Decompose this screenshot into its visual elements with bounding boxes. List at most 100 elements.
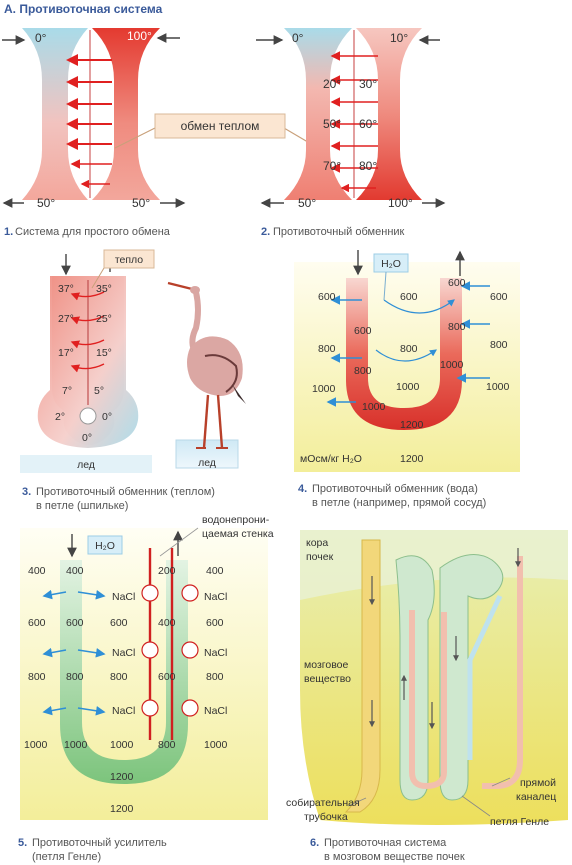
temp-label: 50° bbox=[132, 196, 150, 210]
salt-label: NaCl bbox=[204, 647, 227, 659]
osmo-label: 800 bbox=[206, 671, 224, 683]
temp-label: 30° bbox=[359, 77, 377, 91]
ice-label: лед bbox=[198, 457, 216, 469]
osmo-label: 400 bbox=[158, 617, 176, 629]
osmo-label: 400 bbox=[206, 565, 224, 577]
caption: (петля Генле) bbox=[32, 851, 101, 863]
osmo-label: 1000 bbox=[24, 739, 48, 751]
temp-label: 25° bbox=[96, 313, 112, 325]
osmo-label: 600 bbox=[66, 617, 84, 629]
caption: в петле (шпильке) bbox=[36, 500, 128, 512]
salt-label: NaCl bbox=[112, 647, 135, 659]
temp-label: 35° bbox=[96, 283, 112, 295]
caption: Противоточная система bbox=[324, 837, 447, 849]
vasa-recta-blue bbox=[467, 594, 503, 760]
collecting-duct-label: собирательная bbox=[286, 797, 360, 809]
osmo-label: 800 bbox=[490, 339, 508, 351]
caption-number: 5. bbox=[18, 837, 27, 849]
osmo-label: 200 bbox=[158, 565, 176, 577]
osmo-label: 600 bbox=[490, 291, 508, 303]
osmo-label: 800 bbox=[318, 343, 336, 355]
loop-tube bbox=[60, 560, 188, 784]
osmo-label: 600 bbox=[110, 617, 128, 629]
osmo-label: 600 bbox=[448, 277, 466, 289]
hot-channel bbox=[356, 28, 422, 200]
temp-label: 70° bbox=[323, 159, 341, 173]
panel-5-countercurrent-multiplier: H₂O водонепрони- цаемая стенка 400 600 8… bbox=[18, 514, 274, 863]
temp-label: 80° bbox=[359, 159, 377, 173]
osmo-label: 1000 bbox=[362, 401, 386, 413]
temp-label: 0° bbox=[35, 31, 47, 45]
temp-label: 37° bbox=[58, 283, 74, 295]
medulla-label: вещество bbox=[304, 673, 351, 685]
ice-block bbox=[20, 455, 152, 473]
panel-6-renal-medulla: кора почек мозговое вещество собирательн… bbox=[286, 530, 568, 863]
osmo-label: 800 bbox=[158, 739, 176, 751]
caption: Противоточный обменник (теплом) bbox=[36, 486, 215, 498]
osmo-label: 600 bbox=[158, 671, 176, 683]
osmo-label: 1000 bbox=[440, 359, 464, 371]
temp-label: 27° bbox=[58, 313, 74, 325]
heat-exchange-callout: обмен теплом bbox=[114, 113, 319, 149]
osmo-label: 400 bbox=[28, 565, 46, 577]
osmo-label: 1000 bbox=[312, 383, 336, 395]
exchange-label: обмен теплом bbox=[181, 119, 260, 133]
vasa-recta-label: прямой bbox=[520, 777, 556, 789]
water-label: H₂O bbox=[95, 540, 115, 552]
temp-label: 0° bbox=[102, 411, 112, 423]
cortex-label: почек bbox=[306, 551, 334, 563]
water-label: H₂O bbox=[381, 258, 401, 270]
caption-number: 6. bbox=[310, 837, 319, 849]
osmo-label: 800 bbox=[448, 321, 466, 333]
temp-label: 15° bbox=[96, 347, 112, 359]
salt-pumps bbox=[141, 584, 199, 717]
loop-tube bbox=[346, 278, 462, 430]
heat-arrows bbox=[330, 51, 378, 193]
heat-arrows bbox=[66, 54, 112, 189]
temp-label: 17° bbox=[58, 347, 74, 359]
temp-label: 7° bbox=[62, 385, 72, 397]
osmo-label: 1000 bbox=[64, 739, 88, 751]
page-title: А. Противоточная система bbox=[4, 2, 163, 16]
caption: Противоточный усилитель bbox=[32, 837, 167, 849]
units-label: мОсм/кг H₂O bbox=[300, 453, 362, 465]
osmo-label: 400 bbox=[66, 565, 84, 577]
temp-label: 100° bbox=[127, 29, 152, 43]
temp-label: 50° bbox=[298, 196, 316, 210]
osmo-label: 1000 bbox=[396, 381, 420, 393]
osmo-label: 800 bbox=[110, 671, 128, 683]
caption-number: 3. bbox=[22, 486, 31, 498]
osmo-label: 600 bbox=[206, 617, 224, 629]
caption: Противоточный обменник bbox=[273, 226, 405, 238]
temp-label: 5° bbox=[94, 385, 104, 397]
cortex-label: кора bbox=[306, 537, 328, 549]
henle-loop-ascending bbox=[439, 554, 504, 801]
collecting-duct bbox=[344, 539, 381, 813]
caption: Система для простого обмена bbox=[15, 226, 171, 238]
caption: в петле (например, прямой сосуд) bbox=[312, 497, 486, 509]
salt-label: NaCl bbox=[112, 705, 135, 717]
temp-label: 10° bbox=[390, 31, 408, 45]
osmo-label: 1000 bbox=[204, 739, 228, 751]
panel-4-water-exchanger: H₂O 600 800 1000 600 800 1000 600 800 10… bbox=[294, 250, 520, 509]
cold-channel bbox=[22, 28, 88, 200]
panel-1-simple-exchange: 0° 100° 50° 50° 1. Система для простого … bbox=[2, 28, 186, 238]
temp-label: 60° bbox=[359, 117, 377, 131]
osmo-label: 1000 bbox=[486, 381, 510, 393]
osmo-label: 600 bbox=[318, 291, 336, 303]
wall-label: цаемая стенка bbox=[202, 528, 274, 540]
osmo-label: 1200 bbox=[110, 803, 134, 815]
temp-label: 0° bbox=[292, 31, 304, 45]
stork-illustration: лед bbox=[167, 281, 246, 469]
henle-loop-label: петля Генле bbox=[490, 816, 549, 828]
caption-number: 1. bbox=[4, 226, 13, 238]
cold-channel bbox=[284, 28, 352, 200]
caption: Противоточный обменник (вода) bbox=[312, 483, 478, 495]
water-arrows bbox=[326, 281, 490, 407]
salt-label: NaCl bbox=[204, 705, 227, 717]
vasa-recta-label: каналец bbox=[516, 791, 556, 803]
caption-number: 2. bbox=[261, 226, 270, 238]
panel-3-heat-loop: тепло 37° 27° 17° 7° 2° 35° 25° 15° 5° 0… bbox=[20, 249, 246, 512]
caption: в мозговом веществе почек bbox=[324, 851, 465, 863]
